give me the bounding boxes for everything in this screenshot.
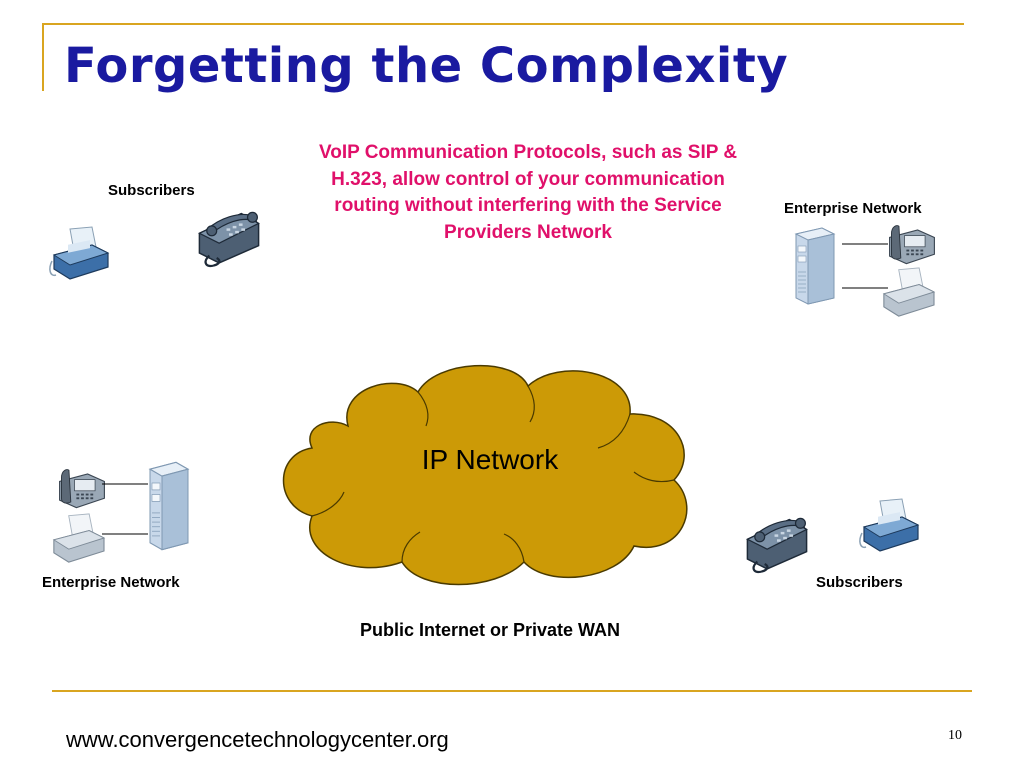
label-enterprise-bottom-left: Enterprise Network [42,574,180,591]
protocol-callout: VoIP Communication Protocols, such as SI… [318,142,738,243]
fax-machine-icon [858,496,922,554]
connection-lines [842,243,888,289]
left-accent-rule [42,23,44,91]
network-caption: Public Internet or Private WAN [359,620,621,640]
desk-phone-icon [884,220,940,268]
top-accent-rule [42,23,964,25]
slide-title: Forgetting the Complexity [64,38,789,94]
page-number: 10 [948,728,962,743]
fax-machine-icon [878,266,938,318]
cloud-label: IP Network [421,444,559,475]
label-subscribers-top-left: Subscribers [108,182,195,199]
cloud-network-icon [282,364,688,586]
label-enterprise-top-right: Enterprise Network [784,200,922,217]
desk-phone-icon [740,512,814,574]
footer-url-link[interactable]: www.convergencetechnologycenter.org [66,727,449,752]
server-tower-icon [788,226,838,306]
label-subscribers-bottom-right: Subscribers [816,574,903,591]
server-tower-icon [142,460,192,552]
fax-machine-icon [48,224,112,282]
connection-lines [102,483,148,535]
desk-phone-icon [192,206,266,268]
fax-machine-icon [48,512,108,564]
footer-accent-rule [52,690,972,692]
